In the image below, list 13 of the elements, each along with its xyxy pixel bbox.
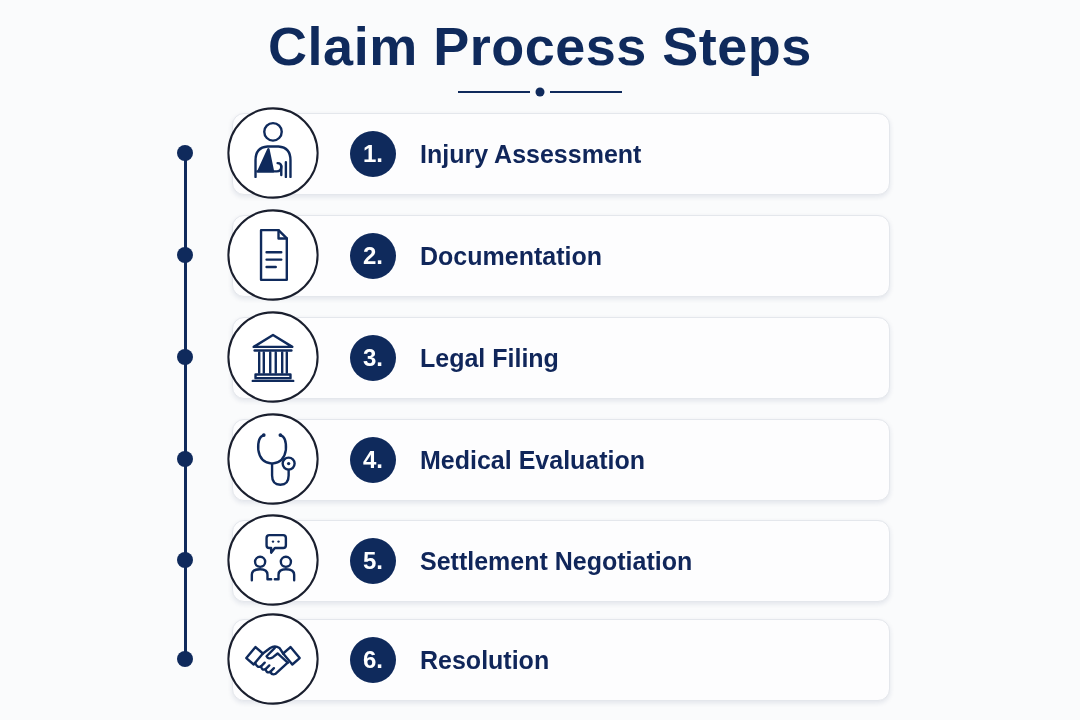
step-number-circle: 1. [350,131,396,177]
step-title: Settlement Negotiation [420,546,693,576]
step-number-circle: 2. [350,233,396,279]
step-number-circle: 4. [350,437,396,483]
step-title: Medical Evaluation [420,445,646,475]
step-number-circle: 3. [350,335,396,381]
step-title: Documentation [420,241,602,271]
step-number-circle: 6. [350,637,396,683]
title: Claim Process Steps [268,16,812,76]
step-number-circle: 5. [350,538,396,584]
step-title: Resolution [420,645,550,675]
step-title: Injury Assessment [420,139,642,169]
step-title: Legal Filing [420,343,559,373]
